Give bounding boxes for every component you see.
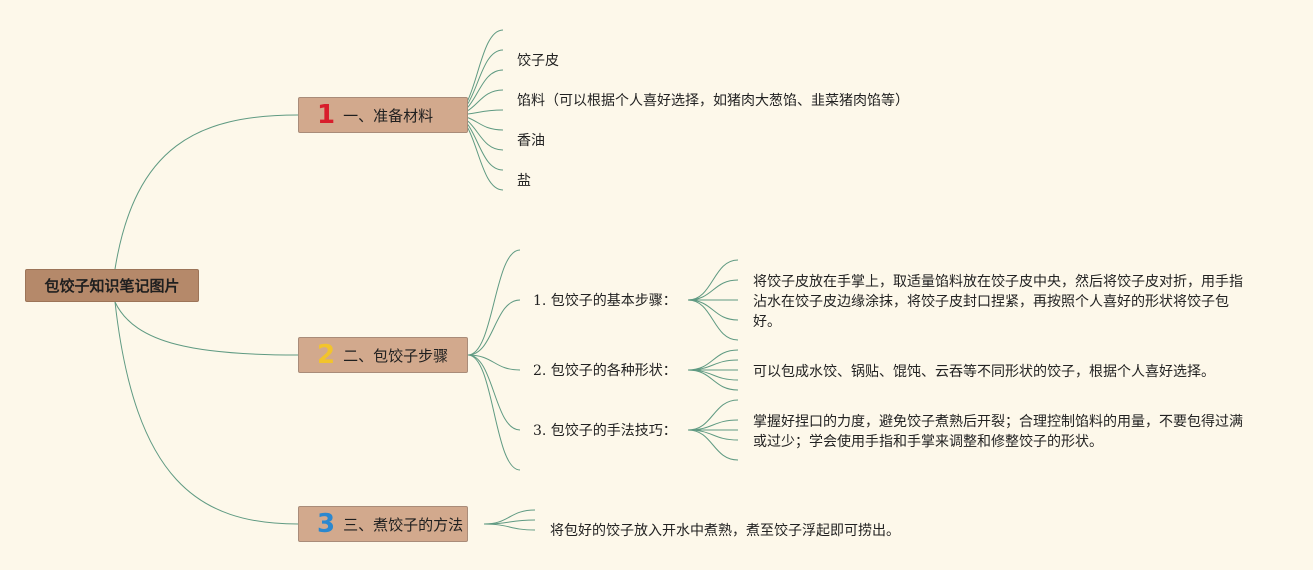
connector-line-15	[467, 354, 521, 431]
material-item-salt[interactable]: 盐	[517, 173, 531, 189]
connector-line-13	[467, 299, 521, 356]
number-2-icon: 2	[317, 340, 336, 370]
connector-line-25	[687, 369, 739, 381]
step-shapes[interactable]: 2. 包饺子的各种形状：	[533, 363, 677, 379]
connector-line-16	[467, 354, 521, 471]
root-branch-1	[114, 301, 299, 356]
connector-line-14	[467, 354, 521, 371]
material-item-filling[interactable]: 馅料（可以根据个人喜好选择，如猪肉大葱馅、韭菜猪肉馅等）	[517, 93, 909, 109]
topic-steps[interactable]: 2 二、包饺子步骤	[298, 337, 468, 373]
root-title: 包饺子知识笔记图片	[44, 277, 180, 295]
topic-cooking[interactable]: 3 三、煮饺子的方法	[298, 506, 468, 542]
connector-line-17	[687, 259, 739, 301]
topic-label: 二、包饺子步骤	[343, 346, 449, 365]
step-techniques[interactable]: 3. 包饺子的手法技巧：	[533, 423, 677, 439]
material-item-wrapper[interactable]: 饺子皮	[517, 53, 559, 69]
topic-label: 三、煮饺子的方法	[343, 515, 464, 534]
connector-line-18	[687, 279, 739, 301]
connector-line-28	[687, 419, 739, 431]
connector-line-26	[687, 369, 739, 391]
step-techniques-detail[interactable]: 掌握好捏口的力度，避免饺子煮熟后开裂；合理控制馅料的用量，不要包得过满或过少；学…	[753, 414, 1243, 450]
connector-line-34	[483, 523, 536, 531]
connector-line-31	[687, 429, 739, 461]
connector-line-22	[687, 349, 739, 371]
root-node[interactable]: 包饺子知识笔记图片	[25, 269, 199, 302]
connector-line-33	[483, 519, 536, 525]
material-item-sesame-oil[interactable]: 香油	[517, 133, 545, 149]
root-branch-2	[114, 301, 299, 525]
connector-line-21	[687, 299, 739, 341]
number-3-icon: 3	[317, 509, 336, 539]
cooking-detail[interactable]: 将包好的饺子放入开水中煮熟，煮至饺子浮起即可捞出。	[550, 523, 900, 539]
connector-line-32	[483, 509, 536, 525]
connector-line-12	[467, 249, 521, 356]
connector-line-20	[687, 299, 739, 321]
root-branch-0	[114, 114, 299, 270]
topic-label: 一、准备材料	[343, 106, 434, 125]
step-shapes-detail[interactable]: 可以包成水饺、锅贴、馄饨、云吞等不同形状的饺子，根据个人喜好选择。	[753, 364, 1215, 380]
connector-line-23	[687, 359, 739, 371]
step-basic[interactable]: 1. 包饺子的基本步骤：	[533, 293, 677, 309]
connector-line-27	[687, 399, 739, 431]
number-1-icon: 1	[317, 100, 336, 130]
step-basic-detail[interactable]: 将饺子皮放在手掌上，取适量馅料放在饺子皮中央，然后将饺子皮对折，用手指沾水在饺子…	[753, 274, 1243, 330]
topic-materials[interactable]: 1 一、准备材料	[298, 97, 468, 133]
connector-line-30	[687, 429, 739, 441]
